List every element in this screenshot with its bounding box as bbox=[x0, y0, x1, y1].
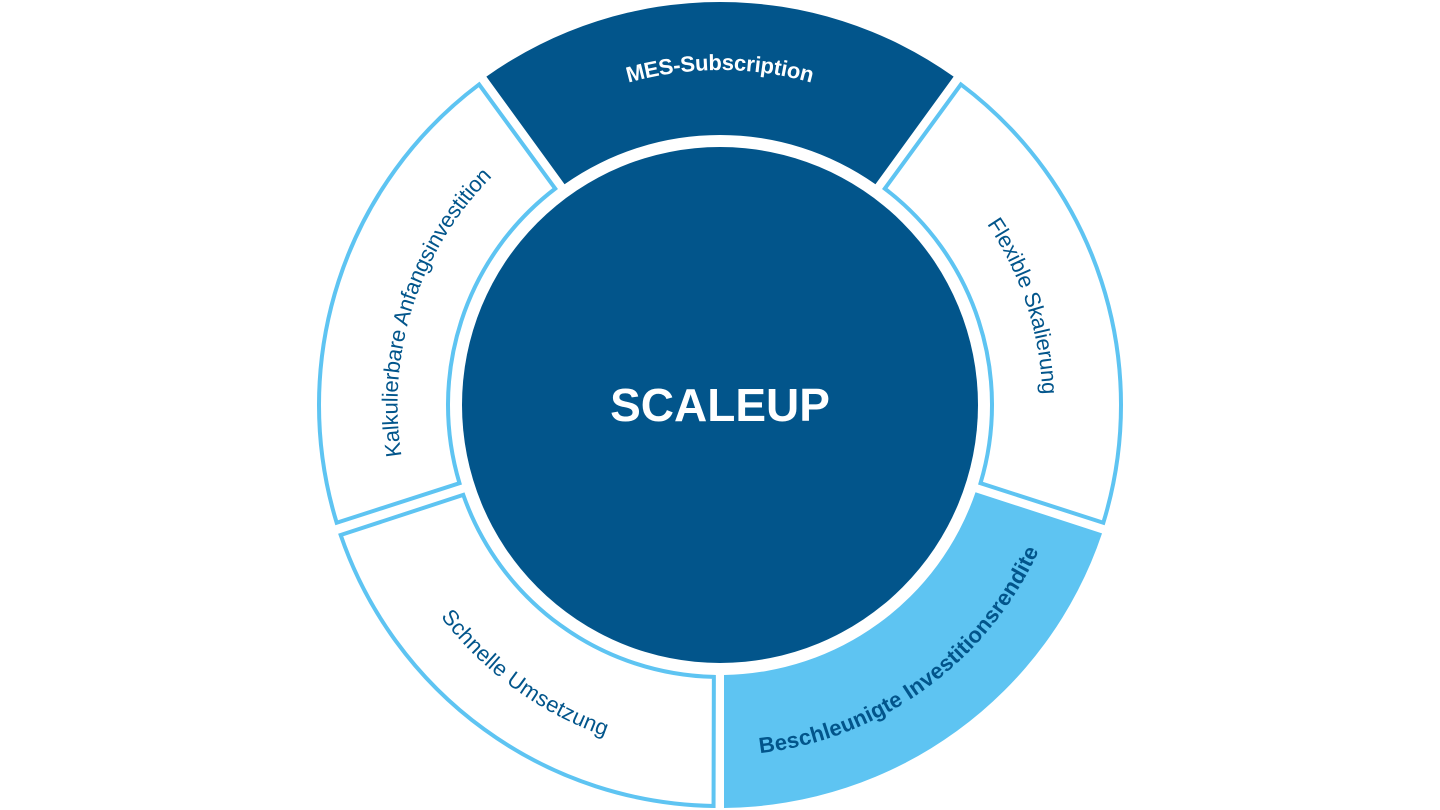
segment-shape bbox=[338, 492, 716, 808]
segment-schnelle-umsetzung: Schnelle Umsetzung bbox=[338, 492, 716, 808]
center-circle bbox=[462, 147, 978, 663]
segment-flexible-skalierung: Flexible Skalierung bbox=[882, 81, 1123, 526]
segment-mes-subscription: MES-Subscription bbox=[486, 2, 954, 185]
segment-shape bbox=[882, 81, 1123, 526]
segment-shape bbox=[317, 81, 558, 526]
segment-shape bbox=[724, 492, 1103, 808]
segment-shape bbox=[486, 2, 954, 185]
center-label: SCALEUP bbox=[610, 379, 830, 431]
